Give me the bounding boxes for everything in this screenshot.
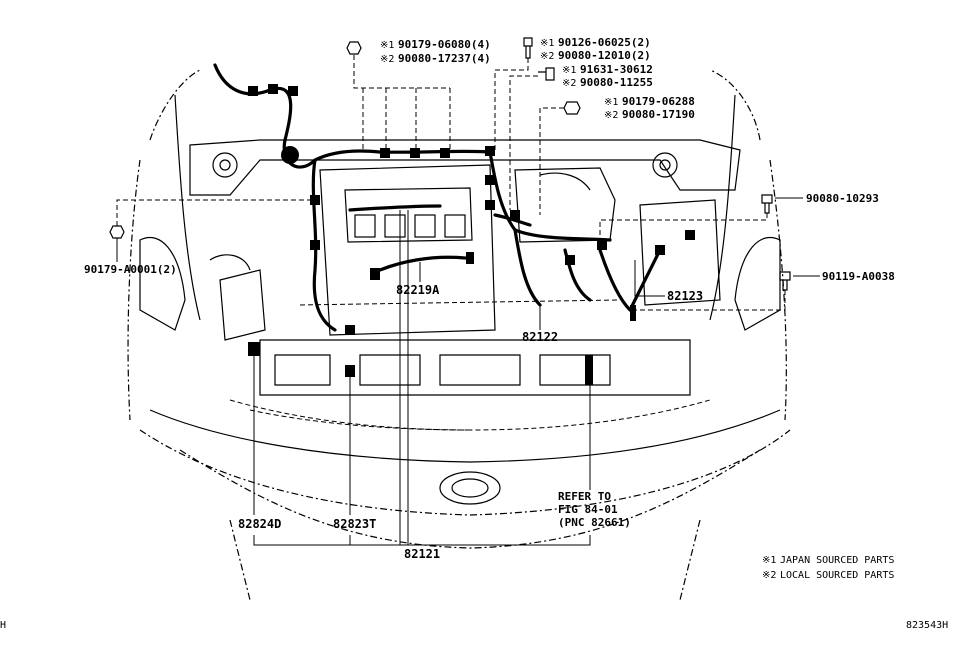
legend-text-2: LOCAL SOURCED PARTS	[780, 570, 894, 581]
part-label-82122: 82122	[522, 330, 558, 344]
vehicle-body-outline	[127, 69, 791, 601]
part-label-82823T: 82823T	[333, 517, 376, 531]
refer-note: REFER TO FIG 84-01 (PNC 82661)	[558, 490, 631, 529]
callout-91631-30612: ※1 91631-30612 ※2 90080-11255	[562, 63, 653, 89]
connectors	[248, 84, 695, 385]
mark-japan: ※1	[604, 97, 618, 108]
part-label-82121: 82121	[404, 547, 440, 561]
callout-90179-06080: ※1 90179-06080(4) ※2 90080-17237(4)	[380, 38, 491, 65]
legend: ※1 JAPAN SOURCED PARTS ※2 LOCAL SOURCED …	[762, 555, 894, 581]
mark-local: ※2	[380, 54, 394, 65]
legend-text-1: JAPAN SOURCED PARTS	[780, 555, 894, 566]
mark-local: ※2	[540, 51, 554, 62]
legend-mark-1: ※1	[762, 555, 776, 566]
part-number: 90080-12010(2)	[558, 49, 651, 62]
part-label-82824D: 82824D	[238, 517, 281, 531]
refer-line-1: REFER TO	[558, 490, 611, 503]
part-number: 91631-30612	[580, 63, 653, 76]
mark-japan: ※1	[380, 40, 394, 51]
part-label-90119-A0038: 90119-A0038	[822, 270, 895, 283]
refer-line-3: (PNC 82661)	[558, 516, 631, 529]
mark-japan: ※1	[562, 65, 576, 76]
bolt-icon	[523, 37, 533, 59]
part-label-82219A: 82219A	[396, 283, 440, 297]
nut-icon	[109, 225, 125, 239]
part-number: 90179-06080(4)	[398, 38, 491, 51]
nut-icon	[563, 101, 581, 115]
leader-lines	[116, 55, 820, 546]
part-label-90179-A0001: 90179-A0001(2)	[84, 263, 177, 276]
bolt-icon	[761, 194, 773, 214]
corner-left-mark: H	[0, 620, 6, 631]
callout-90179-06288: ※1 90179-06288 ※2 90080-17190	[604, 95, 695, 121]
part-label-90080-10293: 90080-10293	[806, 192, 879, 205]
part-number: 90126-06025(2)	[558, 36, 651, 49]
fastener-icons	[109, 37, 791, 291]
legend-mark-2: ※2	[762, 570, 776, 581]
mark-japan: ※1	[540, 38, 554, 49]
mark-local: ※2	[604, 110, 618, 121]
bolt-icon	[779, 271, 791, 291]
diagram-id: 823543H	[906, 620, 948, 631]
part-number: 90080-11255	[580, 76, 653, 89]
part-number: 90080-17237(4)	[398, 52, 491, 65]
part-label-82123: 82123	[667, 289, 703, 303]
part-number: 90179-06288	[622, 95, 695, 108]
refer-line-2: FIG 84-01	[558, 503, 618, 516]
part-number: 90080-17190	[622, 108, 695, 121]
mark-local: ※2	[562, 78, 576, 89]
nut-icon	[346, 41, 362, 55]
bolt-icon	[538, 67, 555, 81]
callout-90126-06025: ※1 90126-06025(2) ※2 90080-12010(2)	[540, 36, 651, 62]
